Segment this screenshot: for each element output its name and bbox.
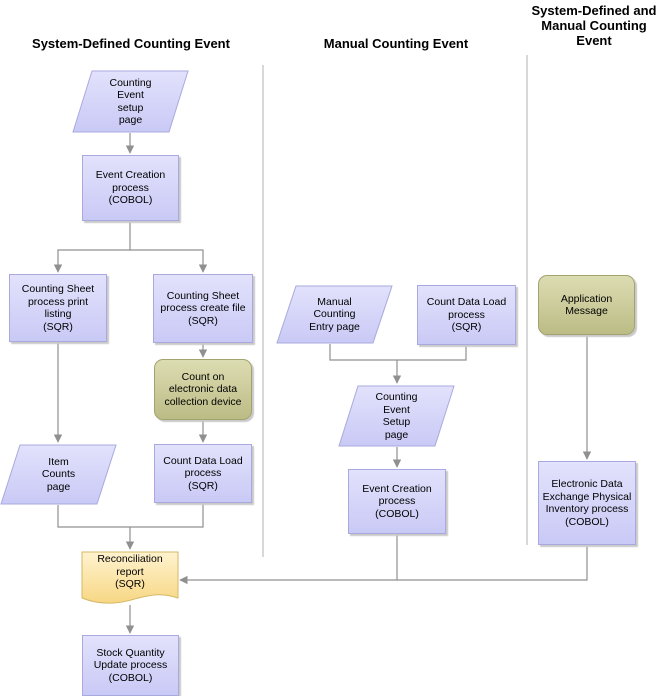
node-label: Counting Sheet process create file (SQR) [160,289,246,327]
counting-event-setup-page-mid-node: Counting Event Setup page [338,385,455,447]
node-label: Count Data Load process (SQR) [163,454,243,492]
header-system-defined: System-Defined Counting Event [32,36,230,51]
counting-event-setup-page-node: Counting Event setup page [72,70,189,133]
node-label: Item Counts page [41,455,76,493]
node-label: Count on electronic data collection devi… [164,370,242,408]
count-data-load-process-left-node: Count Data Load process (SQR) [154,444,252,503]
node-label: Counting Event Setup page [375,391,418,441]
stock-quantity-update-node: Stock Quantity Update process (COBOL) [82,635,179,696]
node-label: Counting Sheet process print listing (SQ… [21,283,95,333]
counting-sheet-print-listing-node: Counting Sheet process print listing (SQ… [9,274,107,342]
event-creation-process-node: Event Creation process (COBOL) [82,155,179,221]
application-message-node: Application Message [538,275,635,335]
counting-sheet-create-file-node: Counting Sheet process create file (SQR) [153,274,253,343]
node-label: Reconciliation report (SQR) [97,553,163,590]
node-label: Stock Quantity Update process (COBOL) [93,646,168,684]
event-creation-process-mid-node: Event Creation process (COBOL) [348,469,446,534]
header-system-and-manual: System-Defined and Manual Counting Event [531,3,657,48]
node-label: Manual Counting Entry page [309,295,360,333]
header-manual: Manual Counting Event [323,36,469,51]
node-label: Counting Event setup page [109,76,152,127]
node-label: Event Creation process (COBOL) [362,482,432,520]
item-counts-page-node: Item Counts page [0,444,117,505]
count-on-device-node: Count on electronic data collection devi… [154,359,252,420]
manual-counting-entry-page-node: Manual Counting Entry page [276,285,393,344]
node-label: Electronic Data Exchange Physical Invent… [542,478,632,528]
node-label: Application Message [560,292,613,318]
reconciliation-report-node: Reconciliation report (SQR) [81,551,179,605]
node-label: Count Data Load process (SQR) [426,296,507,334]
edi-physical-inventory-process-node: Electronic Data Exchange Physical Invent… [538,461,636,545]
node-label: Event Creation process (COBOL) [95,169,166,207]
count-data-load-process-mid-node: Count Data Load process (SQR) [417,285,516,345]
